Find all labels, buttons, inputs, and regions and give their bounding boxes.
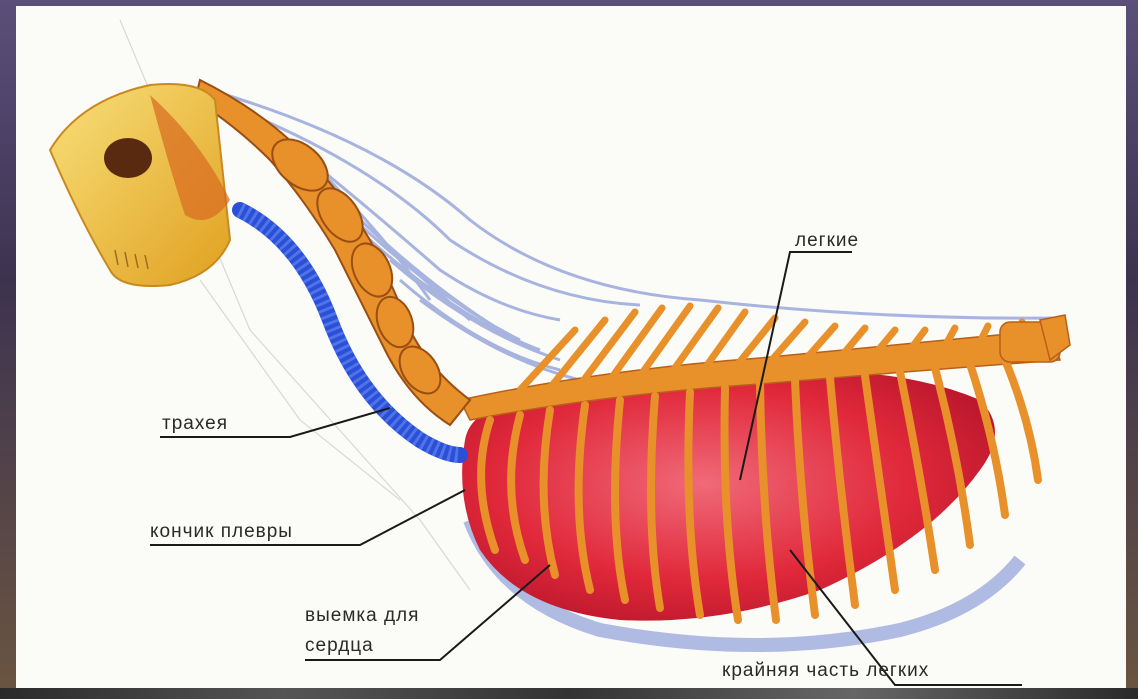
label-heart-notch-line2: сердца: [305, 635, 374, 657]
bottom-strip: [0, 688, 1138, 699]
label-pleura-tip: кончик плевры: [150, 521, 293, 543]
cervical-spine: [195, 80, 470, 425]
label-lungs: легкие: [795, 230, 859, 252]
skull-eye-socket: [104, 138, 152, 178]
label-heart-notch-line1: выемка для: [305, 605, 419, 627]
label-lung-edge: крайняя часть легких: [722, 660, 929, 682]
label-trachea: трахея: [162, 413, 228, 435]
lumbar-spine: [1000, 315, 1070, 362]
